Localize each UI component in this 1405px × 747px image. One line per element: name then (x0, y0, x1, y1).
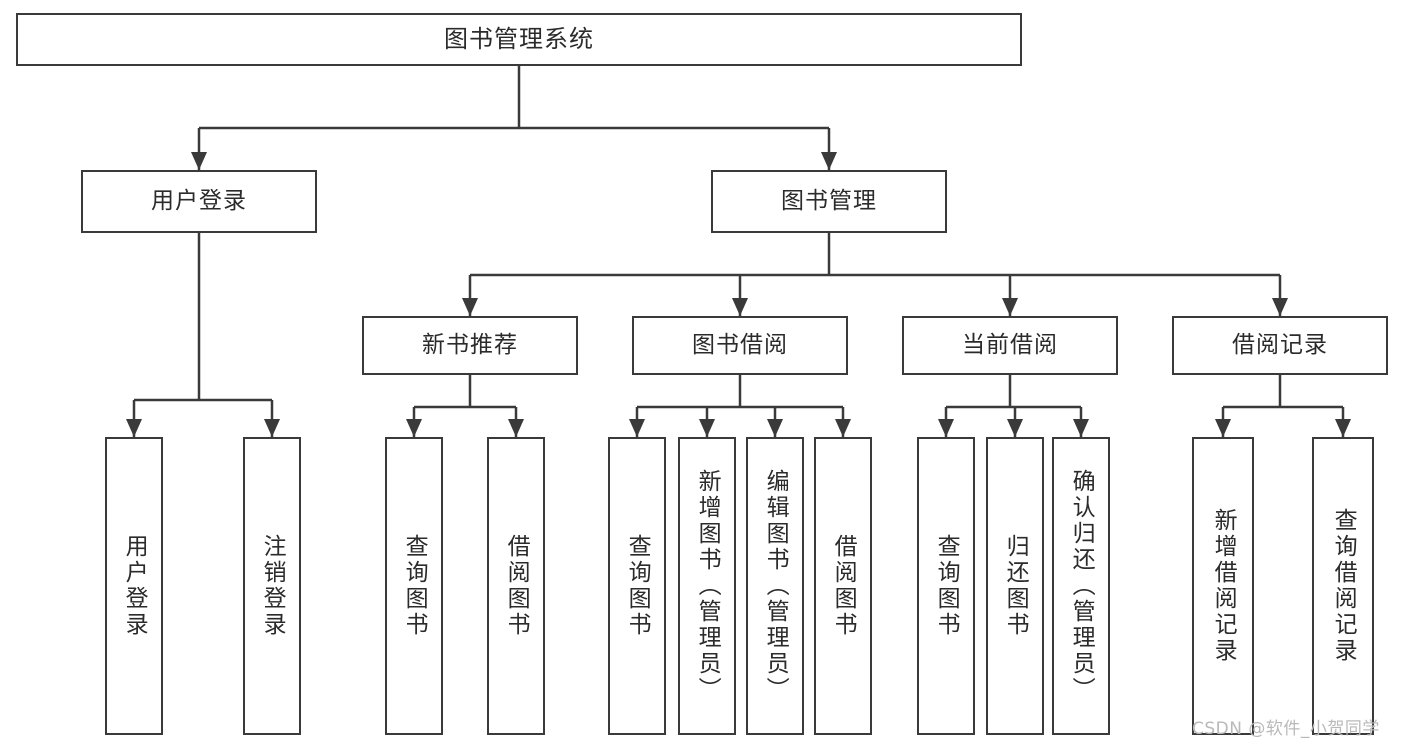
node-label: 用户登录 (151, 188, 247, 215)
node-login[interactable]: 用户登录 (81, 170, 317, 233)
node-leaf-bw-add[interactable]: 新增图书（管理员） (678, 437, 736, 735)
connector-arrowhead (264, 419, 280, 437)
node-label: 编辑图书（管理员） (762, 469, 789, 703)
connector-arrowhead (406, 419, 422, 437)
node-leaf-cur-confirm[interactable]: 确认归还（管理员） (1052, 437, 1110, 735)
node-label: 新书推荐 (422, 332, 518, 359)
node-label: 借阅图书 (830, 534, 857, 638)
node-newbook[interactable]: 新书推荐 (362, 316, 578, 375)
node-bookmgmt[interactable]: 图书管理 (711, 170, 947, 233)
connector-arrowhead (1215, 419, 1231, 437)
node-label: 借阅记录 (1232, 332, 1328, 359)
node-leaf-cur-query[interactable]: 查询图书 (917, 437, 975, 735)
node-leaf-user-logout[interactable]: 注销登录 (243, 437, 301, 735)
connector-arrowhead (835, 419, 851, 437)
connector-arrowhead (462, 298, 478, 316)
node-leaf-bw-borrow[interactable]: 借阅图书 (814, 437, 872, 735)
node-label: 注销登录 (259, 534, 286, 638)
node-label: 查询借阅记录 (1330, 508, 1357, 664)
connector-arrowhead (699, 419, 715, 437)
node-label: 用户登录 (121, 534, 148, 638)
node-label: 图书管理 (781, 188, 877, 215)
node-leaf-bw-edit[interactable]: 编辑图书（管理员） (746, 437, 804, 735)
node-label: 新增图书（管理员） (694, 469, 721, 703)
connector-arrowhead (821, 152, 837, 170)
connector-arrowhead (938, 419, 954, 437)
connector-arrowhead (1073, 419, 1089, 437)
watermark: CSDN @软件_小贺同学 (1192, 719, 1380, 739)
connector-arrowhead (126, 419, 142, 437)
connector-arrowhead (508, 419, 524, 437)
node-current[interactable]: 当前借阅 (902, 316, 1118, 375)
node-root[interactable]: 图书管理系统 (16, 13, 1022, 66)
node-label: 查询图书 (401, 534, 428, 638)
node-label: 查询图书 (624, 534, 651, 638)
node-label: 图书管理系统 (444, 24, 594, 53)
node-label: 确认归还（管理员） (1068, 469, 1095, 703)
node-label: 新增借阅记录 (1210, 508, 1237, 664)
connector-arrowhead (191, 152, 207, 170)
node-leaf-bw-query[interactable]: 查询图书 (608, 437, 666, 735)
node-label: 图书借阅 (692, 332, 788, 359)
node-leaf-rec-add[interactable]: 新增借阅记录 (1192, 437, 1254, 735)
connector-arrowhead (1272, 298, 1288, 316)
node-label: 当前借阅 (962, 332, 1058, 359)
connector-arrowhead (767, 419, 783, 437)
connector-arrowhead (1007, 419, 1023, 437)
node-leaf-nb-query[interactable]: 查询图书 (385, 437, 443, 735)
connector-arrowhead (732, 298, 748, 316)
node-leaf-cur-return[interactable]: 归还图书 (986, 437, 1044, 735)
node-borrow[interactable]: 图书借阅 (632, 316, 848, 375)
node-records[interactable]: 借阅记录 (1172, 316, 1388, 375)
node-leaf-rec-query[interactable]: 查询借阅记录 (1312, 437, 1374, 735)
node-label: 归还图书 (1002, 534, 1029, 638)
node-leaf-nb-borrow[interactable]: 借阅图书 (487, 437, 545, 735)
node-label: 查询图书 (933, 534, 960, 638)
connector-arrowhead (1335, 419, 1351, 437)
connector-arrowhead (1002, 298, 1018, 316)
connector-arrowhead (629, 419, 645, 437)
node-label: 借阅图书 (503, 534, 530, 638)
node-leaf-user-login[interactable]: 用户登录 (105, 437, 163, 735)
